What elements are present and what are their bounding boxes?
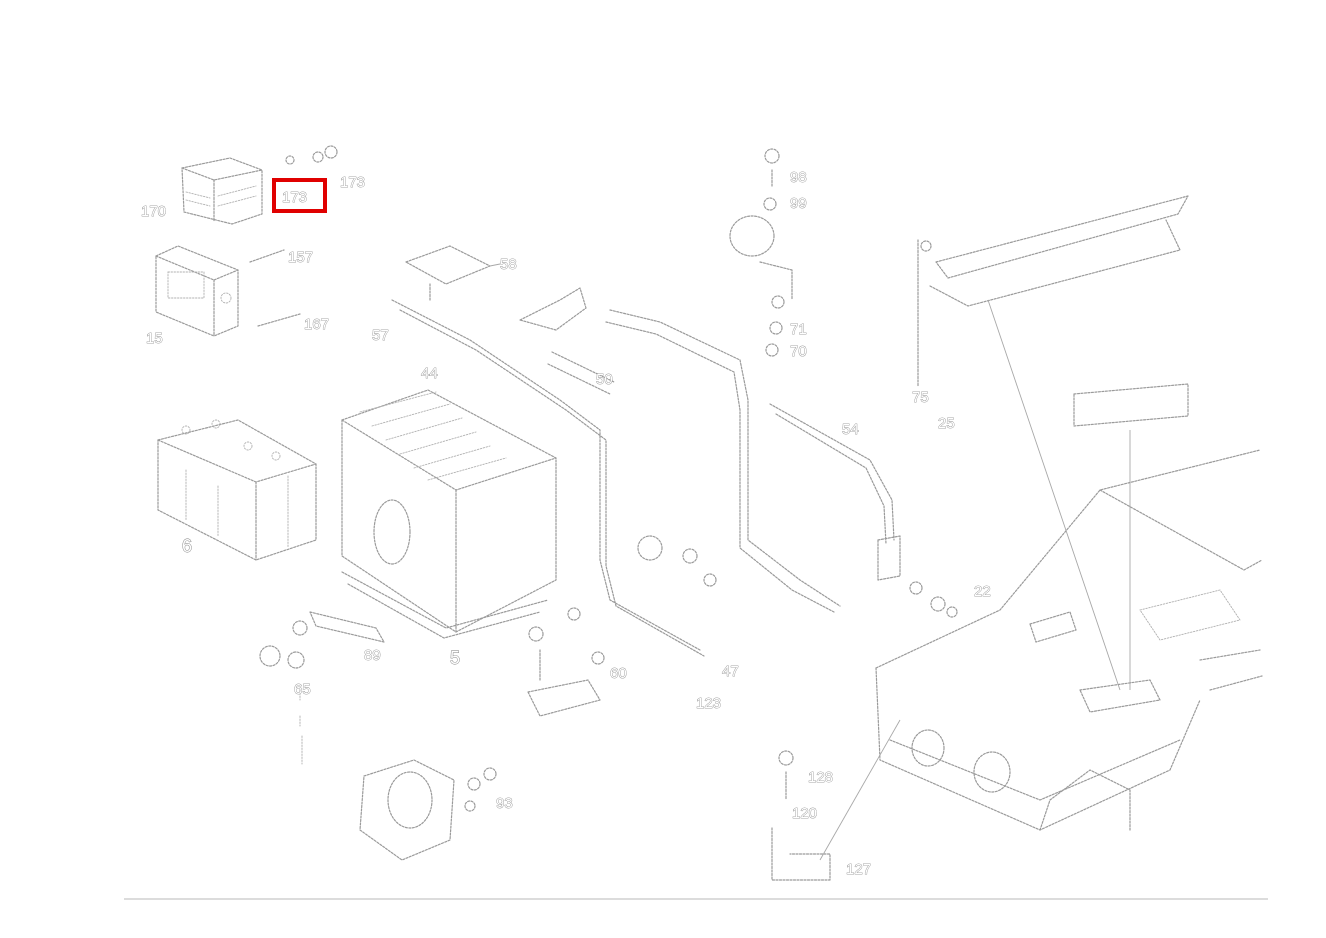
callout-75: 75: [912, 389, 929, 406]
callout-5: 5: [450, 648, 460, 668]
vehicle-body-outline: [875, 449, 1263, 831]
callout-57: 57: [372, 327, 389, 344]
battery-tray-part: [341, 389, 557, 639]
callout-54: 54: [842, 421, 859, 438]
callout-58: 58: [500, 256, 517, 273]
hardware-cluster-right: [877, 535, 958, 618]
callout-89: 89: [364, 647, 381, 664]
battery-cables: [391, 287, 895, 657]
callout-71: 71: [790, 321, 807, 338]
ground-cable-part: [771, 719, 901, 881]
callout-47: 47: [722, 663, 739, 680]
callout-123: 123: [696, 695, 721, 712]
relay-box-part: [181, 145, 338, 225]
callout-70: 70: [790, 343, 807, 360]
callout-127: 127: [846, 861, 871, 878]
callout-157: 157: [288, 249, 313, 266]
callout-50: 50: [596, 371, 613, 388]
callout-128: 128: [808, 769, 833, 786]
callout-25: 25: [938, 415, 955, 432]
fastener-column: [729, 148, 793, 357]
callout-98: 98: [790, 169, 807, 186]
callout-173-aux: 173: [340, 174, 365, 191]
starter-relay-part: [359, 759, 497, 861]
callout-60: 60: [610, 665, 627, 682]
callout-15: 15: [146, 330, 163, 347]
hardware-cluster-center: [527, 535, 717, 717]
callout-167: 167: [304, 316, 329, 333]
callout-120: 120: [792, 805, 817, 822]
bracket-part: [405, 245, 501, 301]
callout-44: 44: [421, 365, 438, 382]
callout-173: 173: [282, 189, 307, 206]
control-module-part: [155, 245, 301, 337]
callout-93: 93: [496, 795, 513, 812]
callout-6: 6: [182, 536, 192, 556]
callout-170: 170: [141, 203, 166, 220]
callout-22: 22: [974, 583, 991, 600]
highlight-box: [272, 178, 327, 213]
callout-99: 99: [790, 195, 807, 212]
hardware-cluster-left: [259, 611, 385, 765]
hood-prop-part: [917, 195, 1189, 691]
callout-65: 65: [294, 681, 311, 698]
highlighted-callout[interactable]: 173: [272, 178, 327, 213]
battery-part: [157, 419, 317, 561]
